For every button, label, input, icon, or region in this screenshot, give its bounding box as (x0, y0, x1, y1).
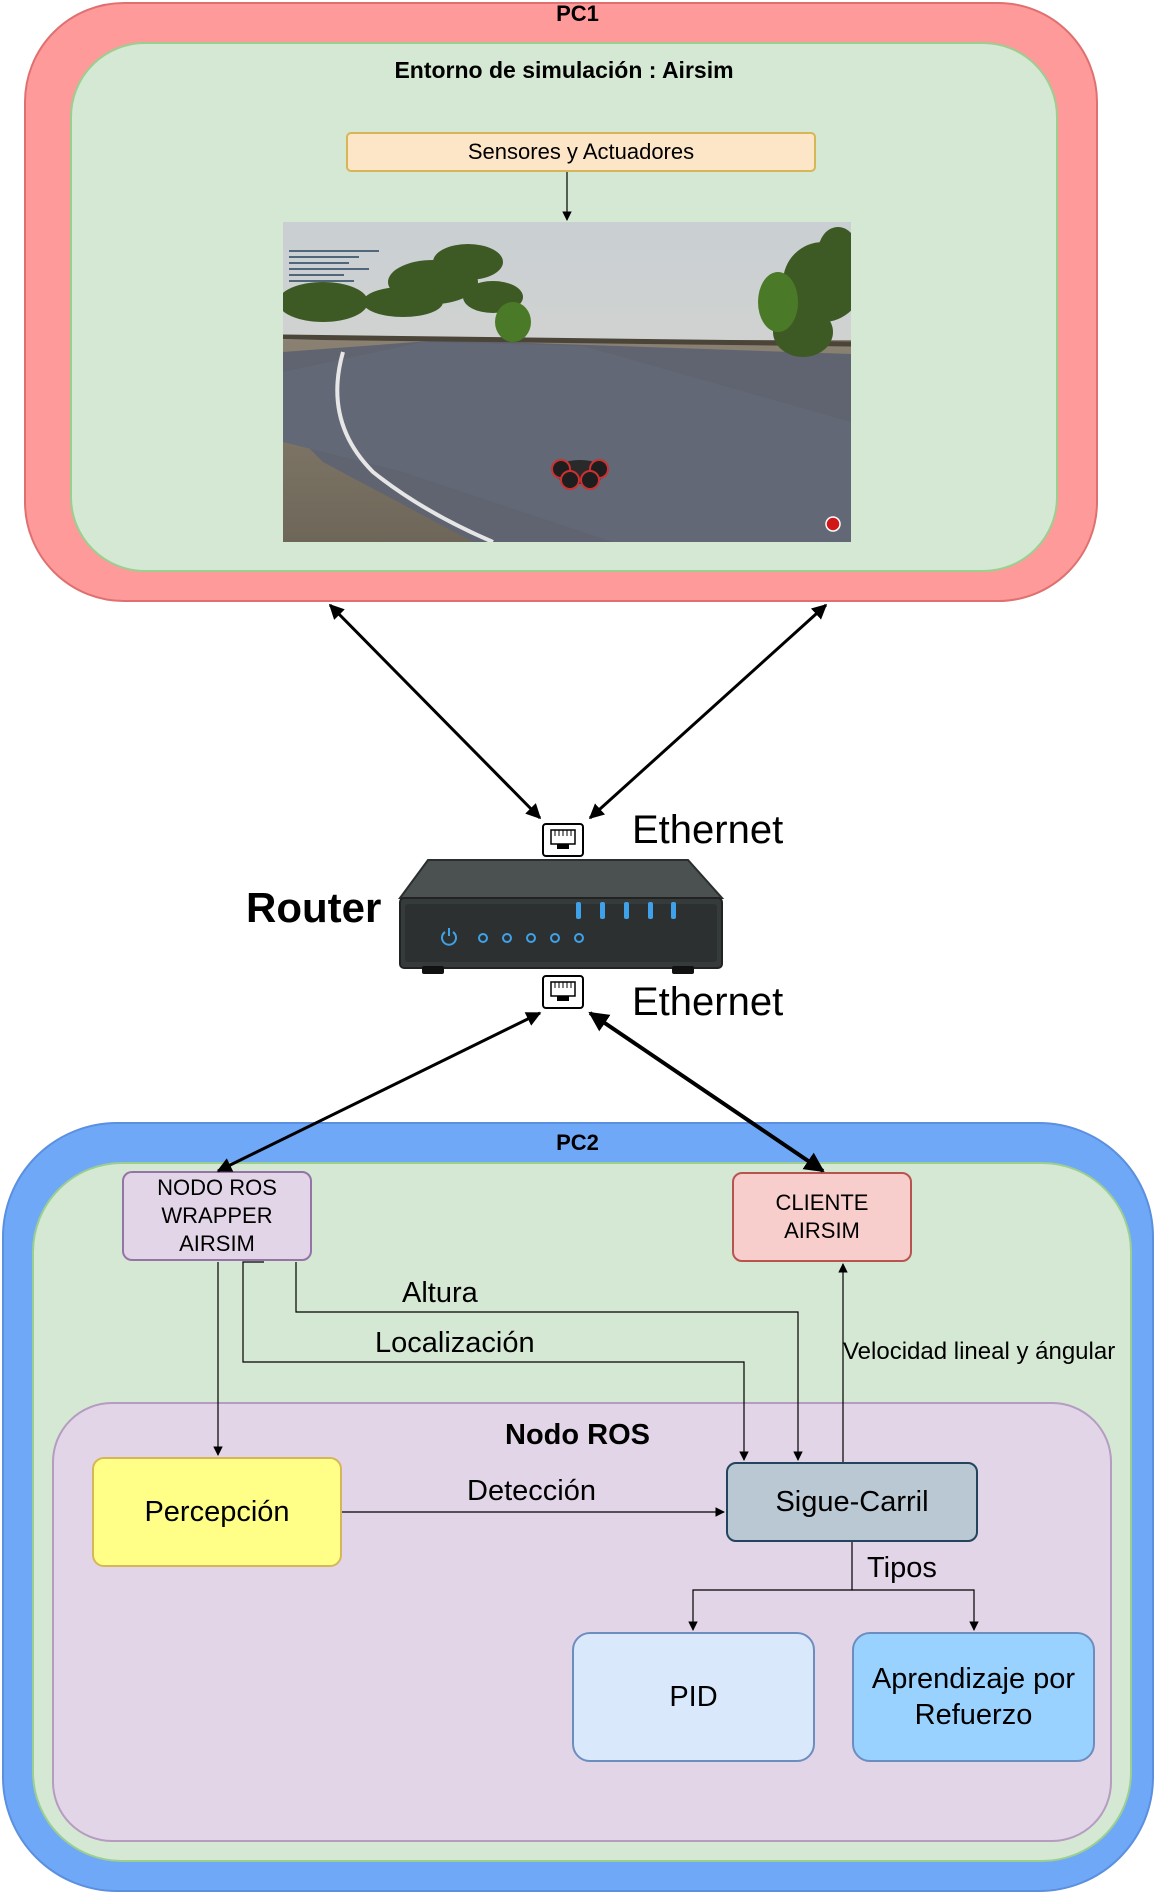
pc1-ethernet-link-left (328, 603, 542, 820)
airsim-simulation-image (283, 222, 851, 542)
ethernet-label-top: Ethernet (632, 808, 784, 852)
drone-icon (551, 459, 609, 490)
tipos-rl-arrow (852, 1589, 979, 1631)
ethernet-port-icon-bottom (542, 975, 584, 1009)
pid-box: PID (572, 1632, 815, 1762)
tipos-label: Tipos (867, 1552, 937, 1584)
lane-follower-box: Sigue-Carril (726, 1462, 978, 1542)
ros-wrapper-airsim-box: NODO ROS WRAPPER AIRSIM (122, 1171, 312, 1261)
client-ethernet-link (588, 1011, 825, 1173)
velocidad-label: Velocidad lineal y ángular (843, 1338, 1116, 1365)
perception-box: Percepción (92, 1457, 342, 1567)
rl-line-2: Refuerzo (914, 1699, 1033, 1731)
pc1-title: PC1 (556, 1, 599, 26)
reinforcement-learning-box: Aprendizaje por Refuerzo (852, 1632, 1095, 1762)
wrapper-line-2: WRAPPER (161, 1203, 273, 1228)
sensors-actuators-box: Sensores y Actuadores (346, 132, 816, 172)
rl-line-1: Aprendizaje por (871, 1663, 1076, 1695)
router-icon (398, 859, 725, 974)
deteccion-label: Detección (467, 1475, 596, 1507)
pc1-ethernet-link-right (588, 603, 828, 820)
localizacion-label: Localización (375, 1327, 535, 1359)
ethernet-label-bottom: Ethernet (632, 980, 784, 1024)
altura-label: Altura (402, 1277, 478, 1309)
client-line-1: CLIENTE (775, 1190, 869, 1215)
airsim-client-box: CLIENTE AIRSIM (732, 1172, 912, 1262)
localizacion-arrow (242, 1261, 749, 1461)
simulation-environment-title: Entorno de simulación : Airsim (394, 56, 734, 83)
wrapper-line-1: NODO ROS (157, 1175, 277, 1200)
altura-arrow (295, 1262, 803, 1461)
wrapper-ethernet-link (216, 1011, 542, 1173)
tipos-pid-arrow (688, 1542, 853, 1631)
router-label: Router (246, 884, 382, 931)
wrapper-line-3: AIRSIM (179, 1231, 255, 1256)
client-line-2: AIRSIM (784, 1218, 860, 1243)
ethernet-port-icon-top (542, 823, 584, 857)
ros-node-title: Nodo ROS (505, 1418, 650, 1451)
